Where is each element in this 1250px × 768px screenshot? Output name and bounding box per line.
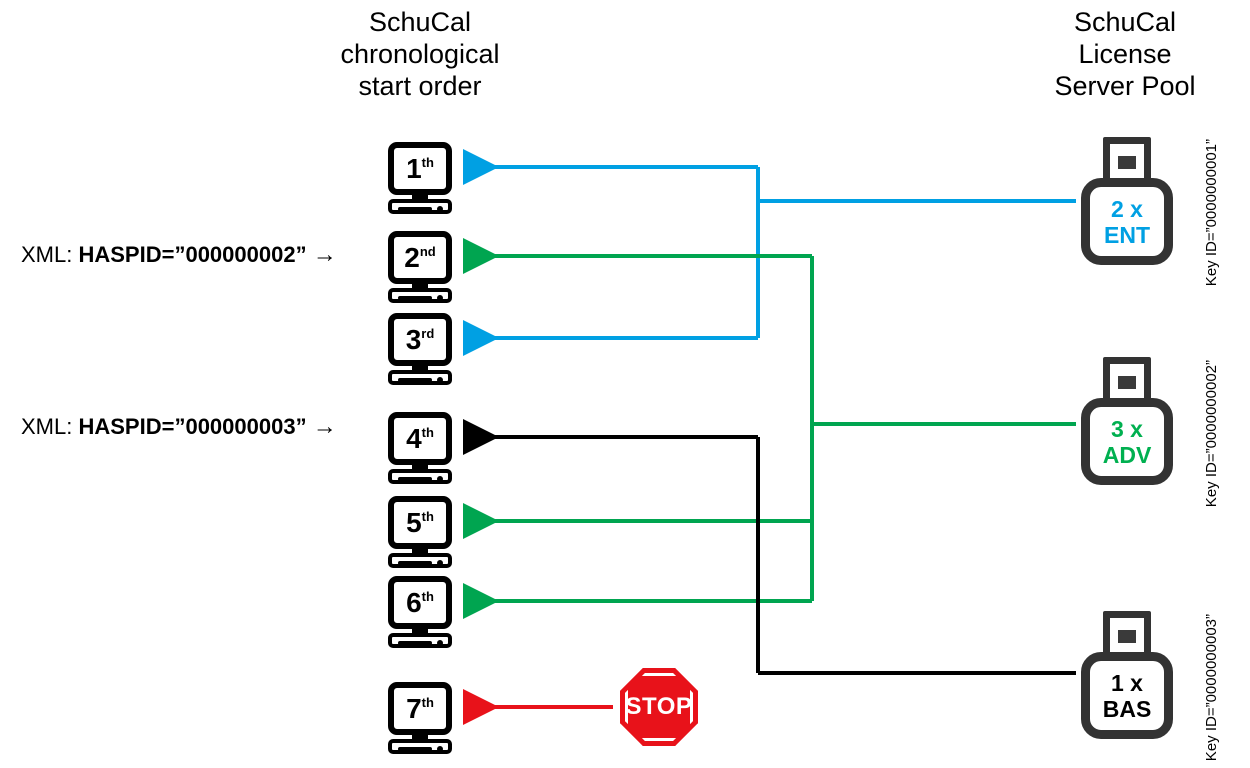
xml-haspid-value: HASPID=”000000002” xyxy=(78,242,307,267)
xml-haspid-label-row4: XML: HASPID=”000000003” → xyxy=(21,414,337,440)
monitor-stand xyxy=(412,628,428,634)
xml-prefix: XML: xyxy=(21,414,73,439)
xml-haspid-label-row2: XML: HASPID=”000000002” → xyxy=(21,242,337,268)
drive-slot-icon xyxy=(398,561,432,565)
xml-haspid-value: HASPID=”000000003” xyxy=(78,414,307,439)
license-key-ent[interactable]: 2 x ENT xyxy=(1081,137,1173,265)
license-count: 3 x xyxy=(1111,415,1143,442)
left-column-title: SchuCal chronological start order xyxy=(340,7,500,101)
power-led-icon xyxy=(437,559,443,566)
monitor-stand xyxy=(412,194,428,200)
link-adv-key xyxy=(463,238,1076,619)
license-type: ENT xyxy=(1104,221,1150,248)
xml-prefix: XML: xyxy=(21,242,73,267)
stop-inner-border xyxy=(625,673,693,741)
license-key-bas[interactable]: 1 x BAS xyxy=(1081,611,1173,739)
dongle-body: 3 x ADV xyxy=(1081,398,1173,485)
right-column-title: SchuCal License Server Pool xyxy=(1054,7,1196,101)
computer-base xyxy=(388,633,452,648)
drive-slot-icon xyxy=(398,378,432,382)
monitor-stand xyxy=(412,734,428,740)
stop-sign-icon: STOP xyxy=(620,668,698,746)
usb-pin-right-icon xyxy=(1123,156,1136,169)
stop-label: STOP xyxy=(625,693,693,720)
license-type: BAS xyxy=(1102,695,1152,722)
license-count: 1 x xyxy=(1111,669,1143,696)
computer-base xyxy=(388,739,452,754)
monitor-stand xyxy=(412,365,428,371)
usb-pin-right-icon xyxy=(1123,376,1136,389)
computer-base xyxy=(388,370,452,385)
computer-base xyxy=(388,288,452,303)
power-led-icon xyxy=(437,376,443,383)
key-id-label-ent: Key ID=”0000000001” xyxy=(1203,139,1220,287)
license-count: 2 x xyxy=(1111,195,1143,222)
dongle-body: 1 x BAS xyxy=(1081,652,1173,739)
monitor-stand xyxy=(412,548,428,554)
key-id-label-adv: Key ID=”0000000002” xyxy=(1203,360,1220,508)
dongle-body: 2 x ENT xyxy=(1081,178,1173,265)
drive-slot-icon xyxy=(398,641,432,645)
computer-base xyxy=(388,469,452,484)
monitor-stand xyxy=(412,283,428,289)
power-led-icon xyxy=(437,745,443,752)
power-led-icon xyxy=(437,294,443,301)
monitor-stand xyxy=(412,464,428,470)
key-id-label-bas: Key ID=”0000000003” xyxy=(1203,614,1220,762)
link-ent-key xyxy=(463,149,1076,356)
power-led-icon xyxy=(437,205,443,212)
computer-base xyxy=(388,553,452,568)
arrow-right-icon: → xyxy=(312,413,337,440)
stop-octagon xyxy=(620,668,698,746)
link-bas-key xyxy=(463,419,1076,675)
drive-slot-icon xyxy=(398,296,432,300)
license-type: ADV xyxy=(1102,441,1152,468)
computer-base xyxy=(388,199,452,214)
arrow-right-icon: → xyxy=(312,241,337,268)
power-led-icon xyxy=(437,475,443,482)
drive-slot-icon xyxy=(398,207,432,211)
drive-slot-icon xyxy=(398,477,432,481)
power-led-icon xyxy=(437,639,443,646)
drive-slot-icon xyxy=(398,747,432,751)
license-key-adv[interactable]: 3 x ADV xyxy=(1081,357,1173,485)
usb-pin-right-icon xyxy=(1123,630,1136,643)
